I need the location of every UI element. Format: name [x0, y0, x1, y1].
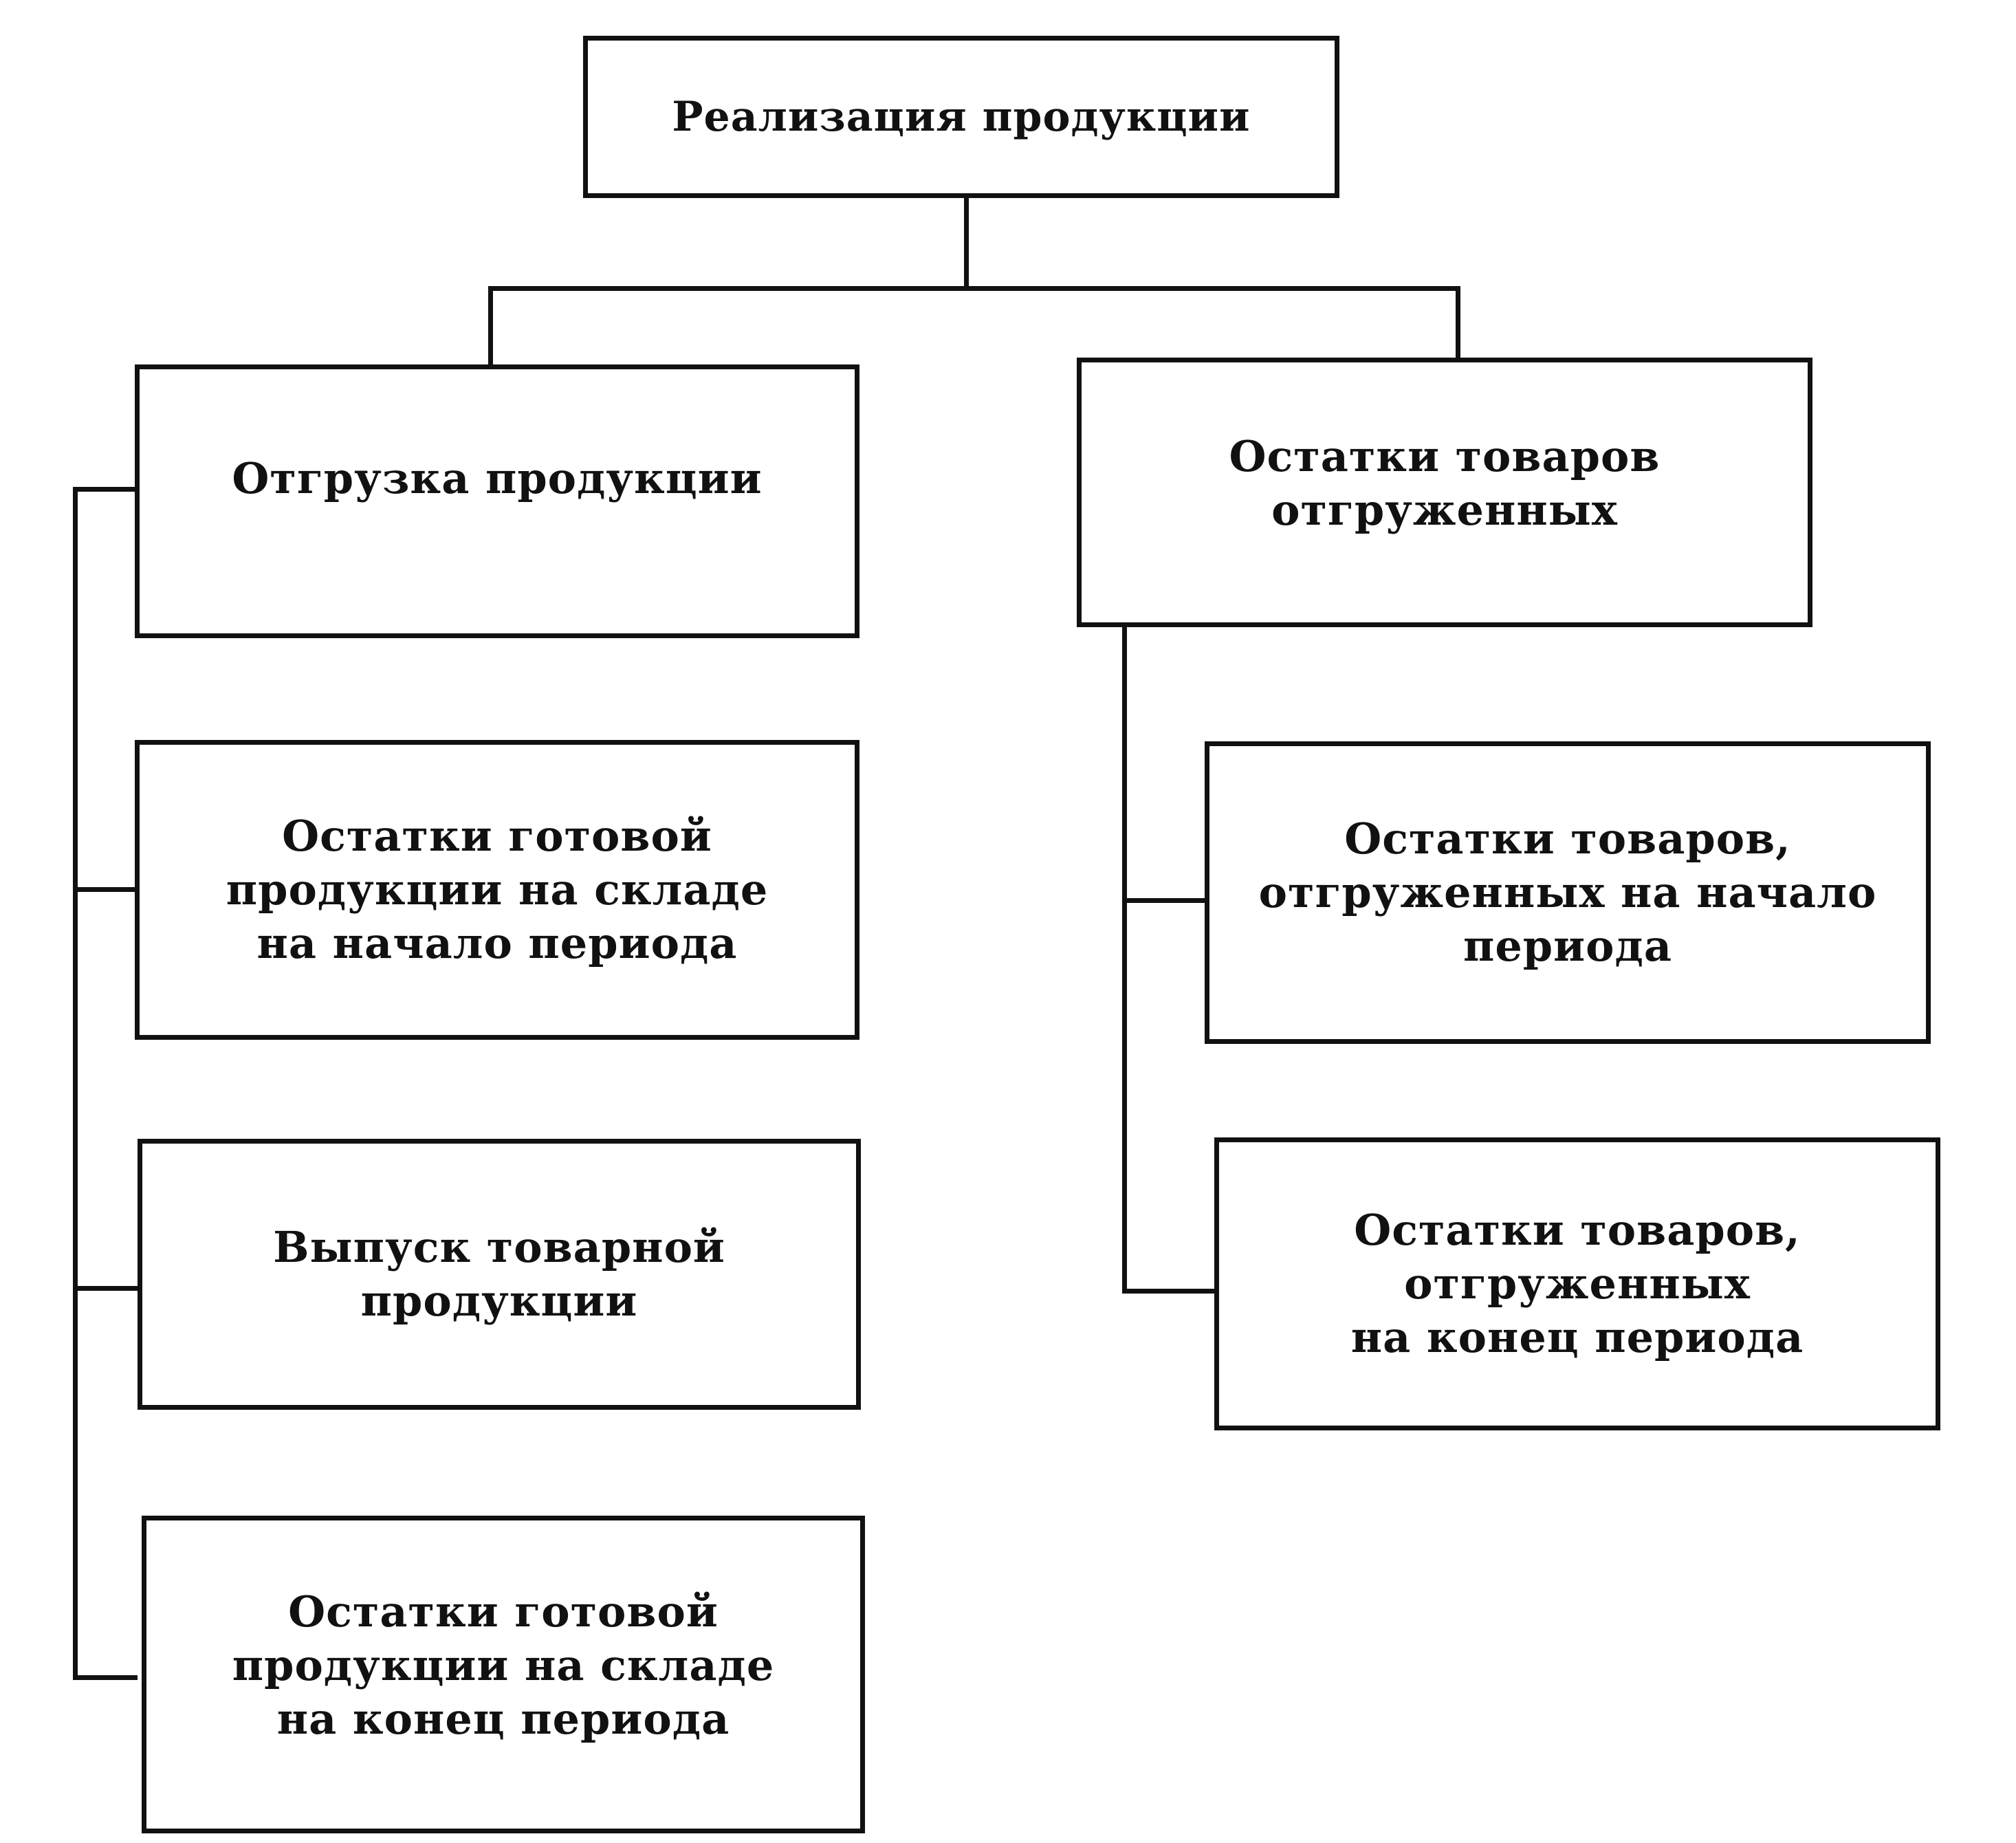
connector-right-branch-2	[1122, 1289, 1214, 1294]
node-root: Реализация продукции	[583, 36, 1339, 198]
node-root-label: Реализация продукции	[672, 93, 1251, 141]
connector-left-branch-3	[73, 1286, 138, 1291]
node-right-item-1-label: Остатки товаров, отгруженных на начало п…	[1258, 814, 1877, 971]
node-right-item-2: Остатки товаров, отгруженных на конец пе…	[1214, 1137, 1940, 1430]
node-right-item-1: Остатки товаров, отгруженных на начало п…	[1205, 741, 1931, 1044]
connector-right-spine	[1122, 627, 1127, 1293]
node-left-item-1: Остатки готовой продукции на складе на н…	[135, 740, 859, 1040]
node-right-head: Остатки товаров отгруженных	[1077, 358, 1812, 627]
connector-top-horizontal	[488, 286, 1460, 291]
node-right-head-label: Остатки товаров отгруженных	[1229, 431, 1661, 535]
connector-left-branch-2	[73, 887, 138, 892]
node-left-item-2-label: Выпуск товарной продукции	[273, 1222, 725, 1326]
connector-right-down	[1456, 286, 1460, 364]
node-left-item-3: Остатки готовой продукции на складе на к…	[142, 1516, 865, 1833]
connector-right-branch-1	[1122, 898, 1207, 903]
node-left-head-label: Отгрузка продукции	[232, 453, 763, 503]
connector-left-branch-1	[73, 487, 138, 492]
connector-left-branch-4	[73, 1675, 138, 1680]
node-left-head: Отгрузка продукции	[135, 364, 859, 638]
connector-left-spine	[73, 487, 78, 1679]
node-left-item-2: Выпуск товарной продукции	[138, 1139, 861, 1410]
connector-left-down	[488, 286, 493, 371]
node-left-item-3-label: Остатки готовой продукции на складе на к…	[232, 1586, 775, 1744]
node-right-item-2-label: Остатки товаров, отгруженных на конец пе…	[1350, 1205, 1804, 1362]
connector-root-down	[964, 194, 969, 290]
node-left-item-1-label: Остатки готовой продукции на складе на н…	[226, 811, 769, 968]
